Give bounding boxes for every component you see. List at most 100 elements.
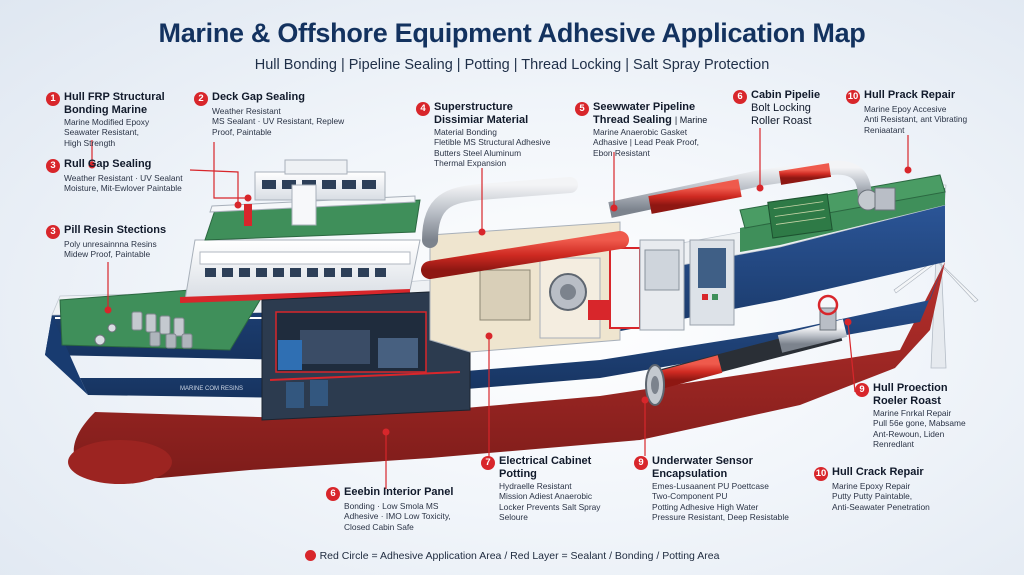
callout-number: 3: [46, 225, 60, 239]
callout-title: Pill Resin Stections: [64, 224, 167, 236]
callout-title: Eeebin Interior Panel: [344, 486, 454, 498]
legend: Red Circle = Adhesive Application Area /…: [0, 550, 1024, 562]
callout-detail: Midew Proof, Paintable: [64, 249, 151, 260]
callout-title: Bolt Locking: [751, 102, 811, 114]
callout-detail: Thermal Expansion: [434, 158, 507, 169]
callout-number: 2: [194, 92, 208, 106]
callout-detail: Marine Epoy Accesive: [864, 104, 947, 114]
callout-title: Hull FRP Structural: [64, 91, 165, 103]
callout-title: Hull Proection: [873, 382, 948, 394]
callout-number: 10: [846, 90, 860, 104]
callout-detail: Marine Epoxy Repair: [832, 481, 911, 491]
callout-detail: Bonding · Low Smola MS: [344, 501, 439, 511]
callout-title: Bonding Marine: [64, 104, 148, 116]
callout-pill-resin-sections: 3 Pill Resin Stections Poly unresainnna …: [46, 224, 166, 260]
bollard-cluster: [94, 311, 193, 349]
hull-marking: MARINE COM RESINS: [180, 386, 243, 392]
callout-detail: Ebon Resistant: [593, 147, 650, 158]
callout-number: 1: [46, 92, 60, 106]
callout-title: Hull Crack Repair: [832, 466, 924, 478]
callout-number: 10: [814, 467, 828, 481]
callout-detail: Anti-Seawater Penetration: [832, 501, 930, 512]
callout-detail: MS Sealant · UV Resistant, Replew: [212, 116, 345, 127]
callout-detail: Marine Modified Epoxy: [64, 117, 150, 127]
callout-detail: Adhasive | Lead Peak Proof,: [593, 137, 700, 148]
callout-detail: Proof, Paintable: [212, 126, 272, 137]
callout-detail: Emes-Lusaanent PU Poettcase: [652, 481, 769, 491]
callout-title: Hull Prack Repair: [864, 89, 956, 101]
callout-title: Encapsulation: [652, 468, 728, 480]
callout-detail: Seloure: [499, 512, 528, 523]
callout-title: Potting: [499, 468, 537, 480]
callout-title-suffix: | Marine: [674, 115, 708, 125]
callout-detail: Reniaatant: [864, 124, 905, 135]
callout-detail: Pressure Resistant, Deep Resistable: [652, 512, 789, 523]
red-circle-icon: [304, 550, 316, 561]
callout-title: Cabin Pipelie: [751, 89, 821, 101]
callout-detail: Pull 56e gone, Mabsame: [873, 418, 966, 429]
callout-number: 3: [46, 159, 60, 173]
callout-title: Underwater Sensor: [652, 455, 753, 467]
callout-detail: Fletible MS Structural Adhesive: [434, 137, 551, 148]
callout-detail: Ant-Rewoun, Liden: [873, 428, 945, 439]
callout-deck-gap-sealing: 2 Deck Gap Sealing Weather Resistant MS …: [194, 91, 344, 137]
callout-cabin-interior-panel: 6 Eeebin Interior Panel Bonding · Low Sm…: [326, 486, 453, 532]
callout-title: Seewwater Pipeline: [593, 101, 696, 113]
callout-title: Electrical Cabinet: [499, 455, 592, 467]
leader-lines: [91, 128, 909, 489]
callout-detail: Material Bonding: [434, 127, 497, 137]
callout-detail: Butters Steel Aluminum: [434, 147, 522, 158]
callout-number: 9: [855, 383, 869, 397]
callout-detail: Anti Resistant, ant Vibrating: [864, 114, 968, 125]
callout-detail: Hydraelle Resistant: [499, 481, 572, 491]
callout-cabin-pipeline: 6 Cabin Pipelie Bolt Locking Roller Roas…: [733, 89, 820, 128]
callout-title: Rull Gap Sealing: [64, 158, 152, 170]
callout-detail: Seawater Resistant,: [64, 127, 139, 138]
lower-hull: [73, 262, 946, 479]
callout-detail: Closed Cabin Safe: [344, 521, 414, 532]
callout-detail: Renredlant: [873, 439, 914, 450]
callout-title: Superstructure: [434, 101, 513, 113]
callout-detail: Adhesive · IMO Low Toxicity,: [344, 511, 451, 522]
callout-title: Roller Roast: [751, 115, 812, 127]
underwater-pipe: [645, 294, 848, 406]
callout-number: 9: [634, 456, 648, 470]
engine-room-cutaway: [261, 289, 471, 421]
callout-detail: Weather Resistant · UV Sealant: [64, 173, 183, 183]
callout-detail: Mission Adiest Anaerobic: [499, 491, 593, 502]
marker-dots: [88, 161, 912, 436]
callout-detail: Weather Resistant: [212, 106, 281, 116]
callout-detail: Potting Adhesive High Water: [652, 501, 759, 512]
callout-number: 7: [481, 456, 495, 470]
legend-text: Red Circle = Adhesive Application Area /…: [319, 550, 720, 562]
page-subtitle: Hull Bonding | Pipeline Sealing | Pottin…: [254, 57, 770, 73]
callout-number: 4: [416, 102, 430, 116]
callout-number: 5: [575, 102, 589, 116]
circuit-board: [767, 193, 833, 239]
callout-detail: Locker Prevents Salt Spray: [499, 501, 601, 512]
callout-title: Deck Gap Sealing: [212, 91, 305, 103]
callout-hull-prack-repair: 10 Hull Prack Repair Marine Epoy Accesiv…: [846, 89, 967, 135]
callout-detail: Putty Putty Paintable,: [832, 491, 913, 502]
callout-detail: Two-Component PU: [652, 491, 728, 502]
page-title: Marine & Offshore Equipment Adhesive App…: [158, 18, 866, 48]
callout-title: Roeler Roast: [873, 395, 941, 407]
callout-number: 6: [733, 90, 747, 104]
bulbous-bow: [68, 440, 172, 484]
callout-detail: High Strength: [64, 137, 116, 148]
callout-title: Dissimiar Material: [434, 114, 529, 126]
callout-number: 6: [326, 487, 340, 501]
superstructure: [179, 159, 421, 303]
callout-hull-crack-repair: 10 Hull Crack Repair Marine Epoxy Repair…: [814, 466, 930, 512]
callout-rull-gap-sealing: 3 Rull Gap Sealing Weather Resistant · U…: [46, 158, 183, 194]
callout-detail: Moisture, Mit-Ewlover Paintable: [64, 183, 182, 194]
callout-detail: Marine Anaerobic Gasket: [593, 127, 688, 137]
